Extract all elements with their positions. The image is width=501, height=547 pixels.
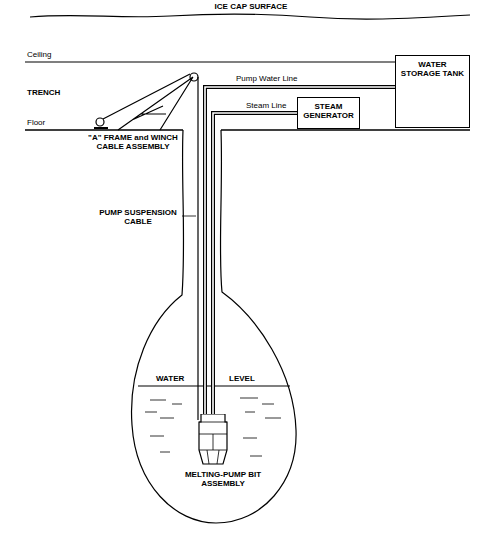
bit-shape (195, 414, 231, 466)
floor-label: Floor (26, 118, 46, 127)
ceiling-line (25, 61, 395, 62)
pipe-outline (213, 113, 297, 414)
winch-base (94, 127, 108, 129)
winch-drum (96, 118, 104, 126)
floor-line (25, 129, 470, 131)
node-text: WATER STORAGE TANK (399, 60, 466, 78)
a-frame-label: "A" FRAME and WINCH CABLE ASSEMBLY (84, 133, 182, 151)
node-text: MELTING-PUMP BIT ASSEMBLY (178, 470, 268, 488)
pipe-outline (205, 87, 395, 414)
cable-label: PUMP SUSPENSION CABLE (94, 208, 182, 226)
pipe-label: Pump Water Line (235, 74, 299, 83)
ice-cap-surface-line (30, 14, 470, 19)
bit-housing (199, 414, 227, 464)
water-level-label: LEVEL (228, 374, 256, 383)
node-text: STEAM GENERATOR (301, 102, 356, 120)
leader-line (182, 216, 196, 217)
pipe-bore (213, 113, 297, 414)
pipe-connector (205, 87, 395, 414)
illustration-strokes (25, 14, 470, 523)
bit-detail (199, 422, 227, 464)
pulley (190, 73, 198, 81)
winch-cable (103, 74, 190, 119)
ceiling-label: Ceiling (26, 50, 52, 59)
water-level-label: WATER (155, 374, 185, 383)
pipe-label: Steam Line (245, 101, 287, 110)
surface-label: ICE CAP SURFACE (190, 2, 312, 11)
pipe-bore (205, 87, 395, 414)
pump-suspension-cable (197, 77, 198, 420)
pipe-connector (213, 113, 297, 414)
steam-generator-box: STEAM GENERATOR (297, 97, 360, 129)
a-frame (118, 77, 193, 130)
trench-label: TRENCH (26, 88, 61, 97)
water-tank-box: WATER STORAGE TANK (395, 55, 470, 128)
melting-pump-bit: MELTING-PUMP BIT ASSEMBLY (178, 414, 268, 494)
